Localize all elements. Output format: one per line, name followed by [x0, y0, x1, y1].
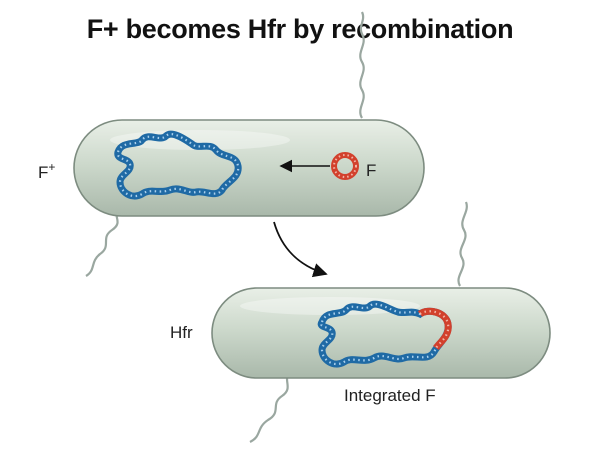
chromosome-top — [114, 130, 242, 200]
chromosome-bottom-beads — [320, 303, 450, 366]
flagellum-bottom-cell-upper — [457, 201, 468, 287]
f-plus-label-base: F — [38, 163, 48, 182]
flagellum-top-cell-upper — [359, 11, 365, 119]
f-plus-label: F+ — [38, 160, 55, 182]
integrated-f-label: Integrated F — [344, 386, 436, 405]
flagellum-bottom-cell-lower — [249, 371, 291, 443]
plasmid-label: F — [366, 161, 376, 180]
f-plasmid-beads — [333, 154, 357, 178]
f-plus-label-sup: + — [48, 160, 55, 174]
hfr-label: Hfr — [170, 323, 193, 342]
f-plus-cell: F — [73, 11, 425, 277]
integrated-f-segment-beads — [419, 310, 450, 349]
hfr-cell-body — [211, 287, 551, 379]
hfr-cell — [211, 201, 551, 443]
flagellum-top-cell-lower — [85, 207, 119, 277]
diagram-title: F+ becomes Hfr by recombination — [86, 14, 514, 44]
transition-arrow — [273, 221, 328, 278]
